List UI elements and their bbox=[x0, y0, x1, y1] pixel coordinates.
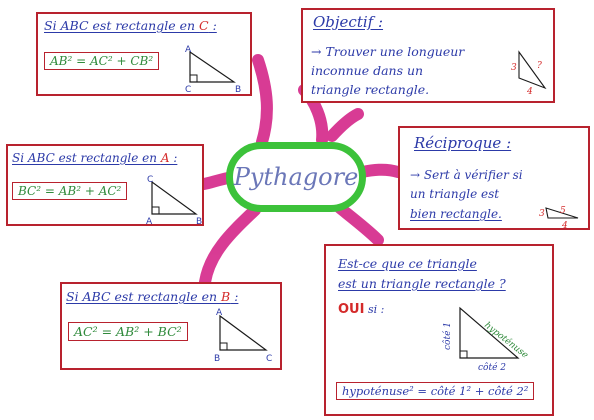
question-side2-label: côté 2 bbox=[478, 362, 506, 373]
reciproque-line-3: bien rectangle. bbox=[410, 207, 502, 221]
card-right-angle-b: Si ABC est rectangle en B : AC² = AB² + … bbox=[60, 282, 282, 370]
center-label: Pythagore bbox=[233, 163, 359, 191]
card-a-formula: BC² = AB² + AC² bbox=[12, 182, 128, 200]
card-a-title: Si ABC est rectangle en A : bbox=[12, 151, 177, 165]
card-a-title-pre: Si ABC est rectangle en bbox=[12, 151, 161, 165]
question-formula: hypoténuse² = côté 1² + côté 2² bbox=[336, 382, 535, 400]
reciproque-tri-label-c: 4 bbox=[561, 221, 568, 231]
question-oui: OUI bbox=[338, 302, 365, 317]
card-c-label-right: B bbox=[235, 85, 241, 95]
card-a-title-vertex: A bbox=[160, 151, 170, 165]
center-node: Pythagore bbox=[226, 142, 366, 212]
branch-question bbox=[334, 202, 384, 246]
card-a-label-top: C bbox=[147, 175, 153, 185]
card-c-label-left: C bbox=[185, 85, 191, 95]
card-a-label-left: A bbox=[146, 217, 153, 227]
card-a-label-right: B bbox=[196, 217, 202, 227]
objectif-tri-label-c: ? bbox=[537, 61, 542, 71]
objectif-line-3: triangle rectangle. bbox=[311, 82, 430, 97]
card-c-title-vertex: C bbox=[199, 18, 209, 33]
card-c-title-pre: Si ABC est rectangle en bbox=[44, 18, 200, 33]
branch-reciproque bbox=[356, 163, 404, 178]
objectif-heading: Objectif : bbox=[313, 13, 384, 31]
objectif-triangle: 3 4 ? bbox=[511, 50, 547, 97]
card-b-label-top: A bbox=[216, 308, 223, 318]
card-c-label-top: A bbox=[185, 45, 192, 55]
reciproque-line-1: → Sert à vérifier si bbox=[410, 168, 523, 182]
reciproque-triangle: 3 5 4 bbox=[539, 206, 579, 231]
card-b-title-pre: Si ABC est rectangle en bbox=[66, 289, 222, 304]
question-triangle: hypoténuse côté 1 côté 2 bbox=[442, 306, 530, 373]
reciproque-tri-label-b: 5 bbox=[560, 206, 566, 216]
question-si: si : bbox=[364, 303, 385, 316]
objectif-line-2: inconnue dans un bbox=[311, 63, 424, 78]
card-right-angle-a: Si ABC est rectangle en A : BC² = AB² + … bbox=[6, 144, 204, 227]
card-b-title-vertex: B bbox=[221, 289, 231, 304]
branch-card-c bbox=[252, 54, 273, 148]
card-a-triangle: C A B bbox=[146, 175, 202, 227]
card-b-label-left: B bbox=[214, 354, 220, 364]
branch-card-a bbox=[198, 172, 234, 190]
card-a-title-post: : bbox=[169, 151, 178, 165]
objectif-tri-label-b: 4 bbox=[526, 87, 533, 97]
card-reciproque: Réciproque : → Sert à vérifier si un tri… bbox=[398, 126, 590, 231]
card-b-title: Si ABC est rectangle en B : bbox=[66, 289, 238, 304]
reciproque-line-2: un triangle est bbox=[410, 187, 500, 201]
question-side1-label: côté 1 bbox=[442, 322, 453, 350]
card-b-title-post: : bbox=[230, 289, 239, 304]
reciproque-tri-label-a: 3 bbox=[539, 209, 545, 219]
card-b-label-right: C bbox=[266, 354, 272, 364]
card-b-formula: AC² = AB² + BC² bbox=[68, 322, 188, 341]
question-oui-line: OUI si : bbox=[338, 302, 384, 317]
card-b-triangle: A B C bbox=[214, 308, 272, 364]
card-c-formula: AB² = AC² + CB² bbox=[44, 52, 160, 70]
card-question: Est-ce que ce triangle est un triangle r… bbox=[324, 244, 554, 416]
card-right-angle-c: Si ABC est rectangle en C : AB² = AC² + … bbox=[36, 12, 252, 96]
question-hyp-label: hypoténuse bbox=[482, 320, 530, 361]
card-c-triangle: A C B bbox=[185, 45, 241, 95]
objectif-tri-label-a: 3 bbox=[511, 63, 517, 73]
branch-card-b bbox=[199, 204, 261, 288]
reciproque-heading: Réciproque : bbox=[414, 134, 512, 152]
card-c-title: Si ABC est rectangle en C : bbox=[44, 18, 217, 33]
card-objectif: Objectif : → Trouver une longueur inconn… bbox=[301, 8, 555, 103]
card-c-title-post: : bbox=[208, 18, 217, 33]
branch-top bbox=[326, 108, 364, 142]
objectif-line-1: → Trouver une longueur bbox=[311, 44, 465, 59]
question-line-2: est un triangle rectangle ? bbox=[338, 276, 506, 291]
question-line-1: Est-ce que ce triangle bbox=[338, 256, 477, 271]
